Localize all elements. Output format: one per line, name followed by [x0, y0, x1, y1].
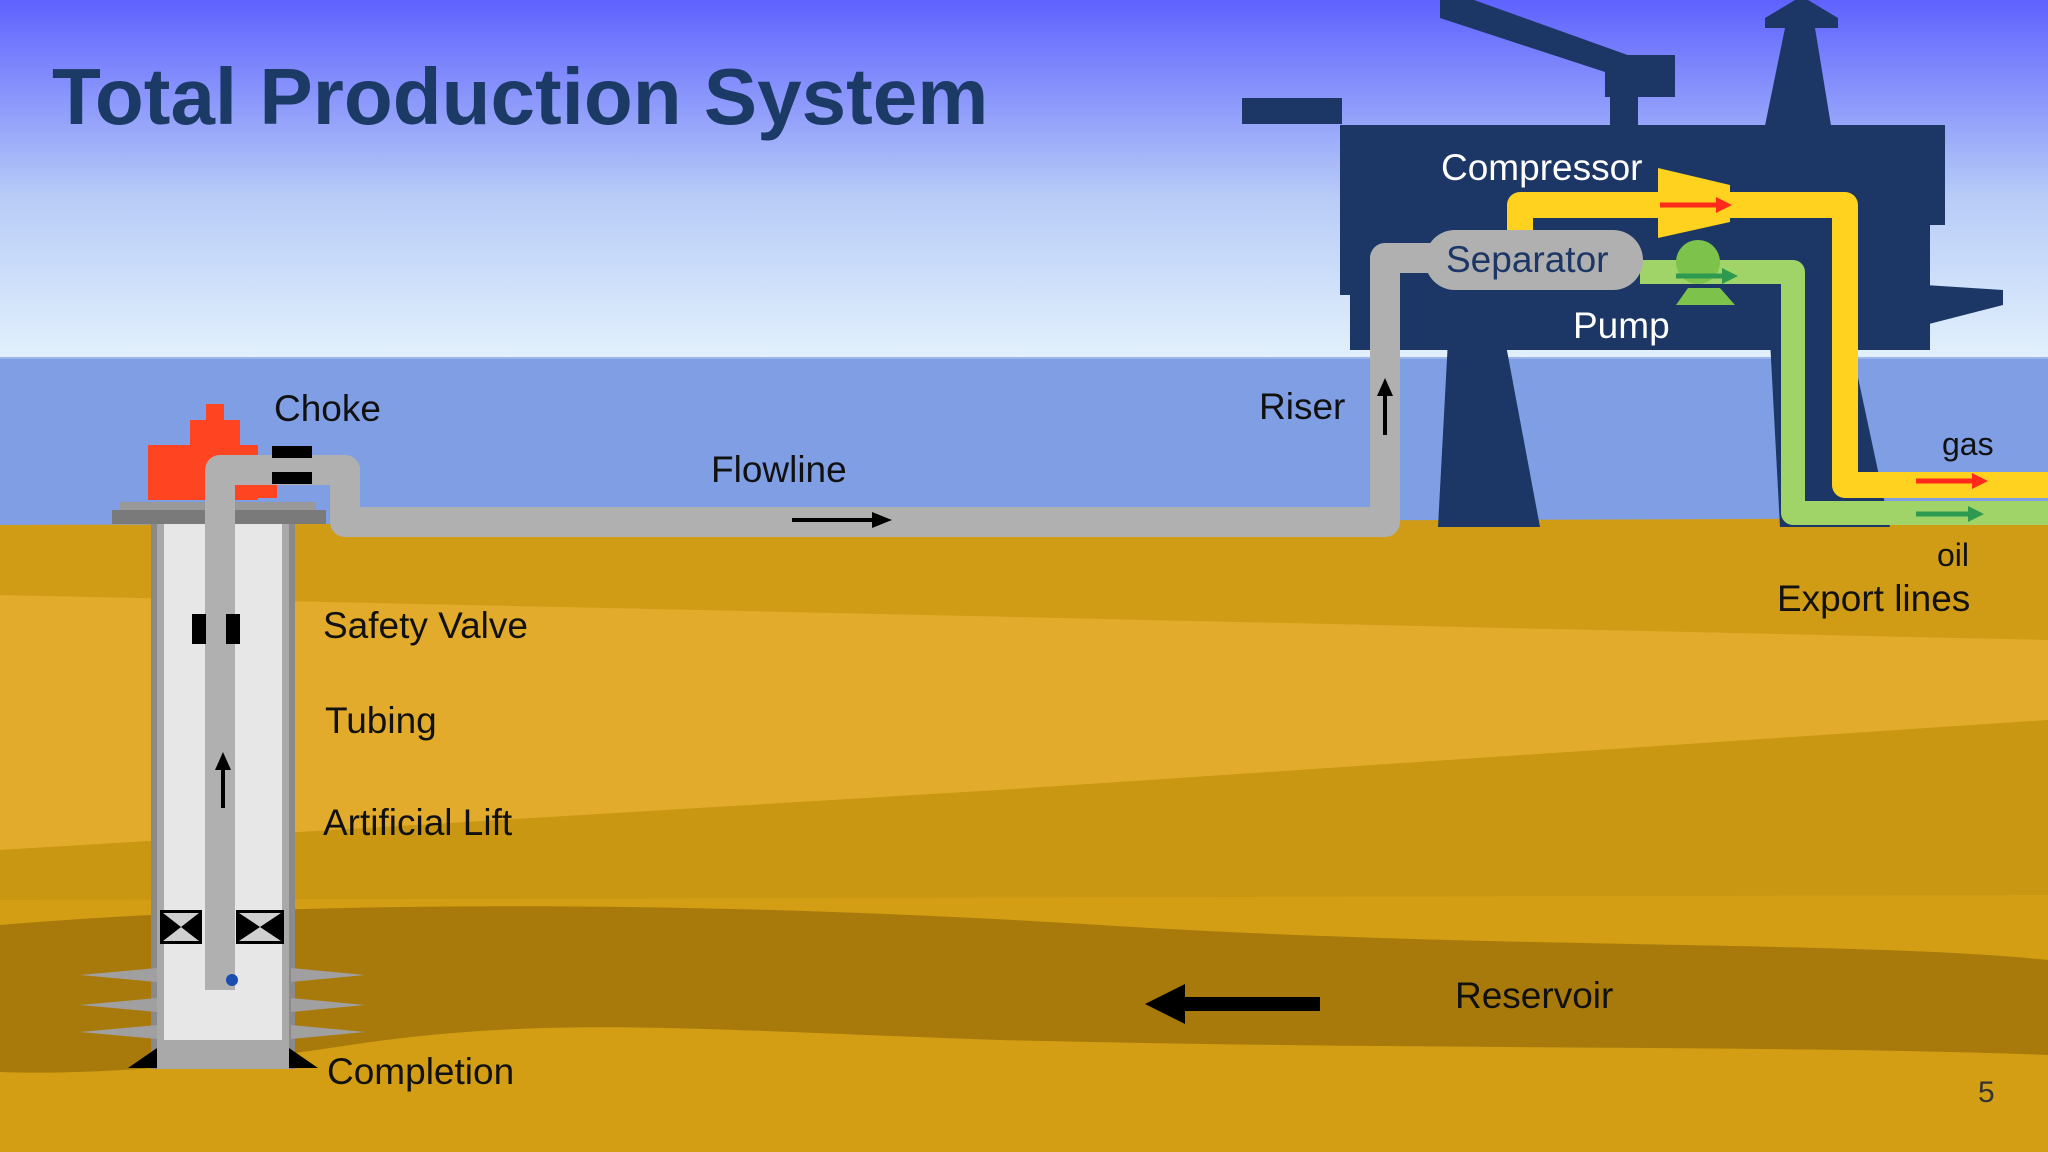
page-title: Total Production System [52, 52, 988, 141]
seabed-layers [0, 518, 2048, 1152]
packer-icon [160, 910, 284, 944]
oil-label: oil [1937, 537, 1969, 573]
tubing-label: Tubing [325, 700, 437, 741]
choke-label: Choke [274, 388, 381, 429]
safety-valve-label: Safety Valve [323, 605, 528, 646]
reservoir-label: Reservoir [1455, 975, 1613, 1016]
flowline-arrow-icon [792, 512, 892, 528]
choke-valve-icon [148, 404, 277, 500]
compressor-label: Compressor [1441, 147, 1643, 188]
reservoir-layer [0, 906, 2048, 1073]
export-lines-label: Export lines [1777, 578, 1970, 619]
gas-export-line [1507, 192, 2048, 498]
page-number: 5 [1978, 1076, 1995, 1109]
completion-label: Completion [327, 1051, 514, 1092]
tubing-end-icon [226, 974, 238, 986]
flowline-label: Flowline [711, 449, 847, 490]
gas-label: gas [1942, 426, 1994, 462]
gas-flow-arrow-icon [1660, 197, 1988, 489]
separator-vessel [1425, 230, 1643, 290]
perforation-icon [80, 968, 365, 1039]
safety-valve-icon [226, 614, 240, 644]
riser-up-arrow-icon [1377, 378, 1393, 435]
artificial-lift-label: Artificial Lift [323, 802, 513, 843]
tubing-up-arrow-icon [215, 752, 231, 808]
pump-icon [1676, 240, 1735, 305]
reservoir-flow-arrow-icon [1145, 984, 1320, 1024]
oil-flow-arrow-icon [1676, 268, 1984, 522]
riser-label: Riser [1259, 386, 1345, 427]
separator-label: Separator [1446, 239, 1609, 280]
pump-label: Pump [1573, 305, 1670, 346]
safety-valve-icon [192, 614, 206, 644]
completion-base-icon [128, 1048, 157, 1068]
completion-base-icon [289, 1048, 318, 1068]
